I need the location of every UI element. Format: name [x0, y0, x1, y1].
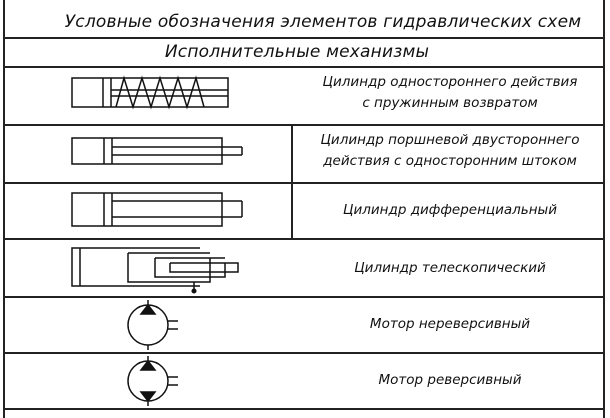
label-line: Цилиндр поршневой двустороннего: [320, 132, 580, 148]
row-label-double-acting-cylinder: Цилиндр поршневой двустороннего действия…: [300, 130, 600, 172]
double-acting-cylinder-single-rod-symbol: [72, 138, 242, 164]
label-line: Цилиндр дифференциальный: [343, 202, 557, 218]
table-border-left: [3, 0, 5, 418]
table-border-right: [603, 0, 605, 418]
label-line: Мотор реверсивный: [378, 372, 522, 388]
row-divider: [3, 238, 605, 240]
telescopic-cylinder-symbol: [72, 248, 238, 293]
column-divider: [291, 124, 293, 238]
page-title: Условные обозначения элементов гидравлич…: [64, 12, 582, 32]
section-title: Исполнительные механизмы: [164, 42, 430, 62]
row-divider: [3, 408, 605, 410]
label-line: действия с односторонним штоком: [323, 153, 577, 169]
row-label-telescopic-cylinder: Цилиндр телескопический: [300, 258, 600, 279]
single-acting-cylinder-spring-return-symbol: [72, 78, 228, 107]
row-divider: [3, 124, 605, 126]
label-line: с пружинным возвратом: [362, 95, 538, 111]
differential-cylinder-symbol: [72, 193, 242, 226]
row-divider: [3, 296, 605, 298]
row-label-single-acting-cylinder: Цилиндр одностороннего действия с пружин…: [300, 72, 600, 114]
row-divider: [3, 182, 605, 184]
non-reversible-motor-symbol: [128, 300, 178, 350]
row-divider: [3, 66, 605, 68]
row-divider: [3, 352, 605, 354]
label-line: Цилиндр телескопический: [354, 260, 546, 276]
label-line: Цилиндр одностороннего действия: [322, 74, 578, 90]
row-label-differential-cylinder: Цилиндр дифференциальный: [300, 200, 600, 221]
header-divider: [3, 37, 605, 39]
label-line: Мотор нереверсивный: [369, 316, 531, 332]
row-label-reversible-motor: Мотор реверсивный: [300, 370, 600, 391]
row-label-non-reversible-motor: Мотор нереверсивный: [300, 314, 600, 335]
reversible-motor-symbol: [128, 356, 178, 406]
